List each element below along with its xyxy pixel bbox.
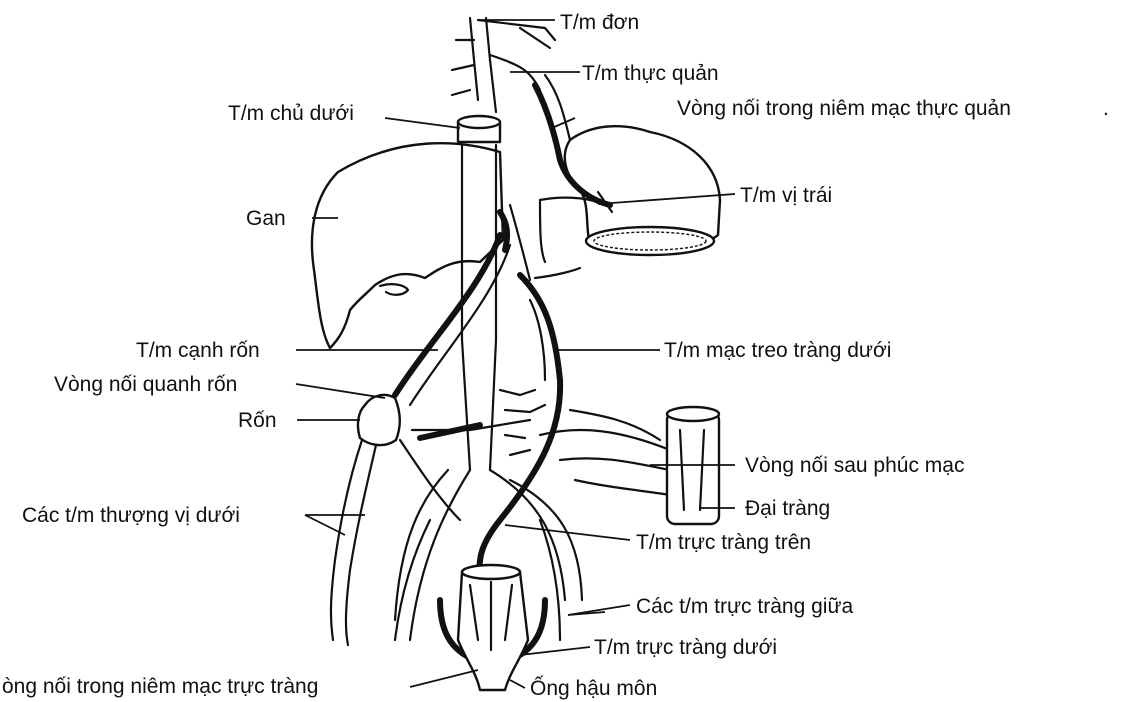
label-ivc: T/m chủ dưới bbox=[228, 103, 354, 124]
label-anal-canal: Ống hậu môn bbox=[530, 678, 657, 699]
umbilicus-shape bbox=[358, 395, 400, 445]
liver-shape bbox=[312, 143, 503, 348]
label-azygos: T/m đơn bbox=[560, 12, 639, 33]
label-middle-rectal: Các t/m trực tràng giữa bbox=[636, 596, 853, 617]
label-liver: Gan bbox=[246, 208, 286, 229]
label-esophageal: T/m thực quản bbox=[582, 63, 719, 84]
label-superior-rectal: T/m trực tràng trên bbox=[636, 532, 811, 553]
label-periumbilical-anastomosis: Vòng nối quanh rốn bbox=[54, 374, 237, 395]
label-left-gastric: T/m vị trái bbox=[740, 185, 832, 206]
label-umbilicus: Rốn bbox=[238, 410, 277, 431]
label-inferior-rectal: T/m trực tràng dưới bbox=[594, 637, 777, 658]
label-rectal-anastomosis: òng nối trong niêm mạc trực tràng bbox=[2, 676, 318, 697]
label-retroperitoneal-anastomosis: Vòng nối sau phúc mạc bbox=[745, 455, 964, 476]
label-dot: . bbox=[1103, 98, 1109, 119]
label-paraumbilical: T/m cạnh rốn bbox=[136, 340, 260, 361]
label-inferior-mesenteric: T/m mạc treo tràng dưới bbox=[664, 340, 891, 361]
label-inferior-epigastric: Các t/m thượng vị dưới bbox=[22, 505, 240, 526]
label-esophageal-anastomosis: Vòng nối trong niêm mạc thực quản bbox=[677, 98, 1011, 119]
label-colon: Đại tràng bbox=[745, 498, 830, 519]
